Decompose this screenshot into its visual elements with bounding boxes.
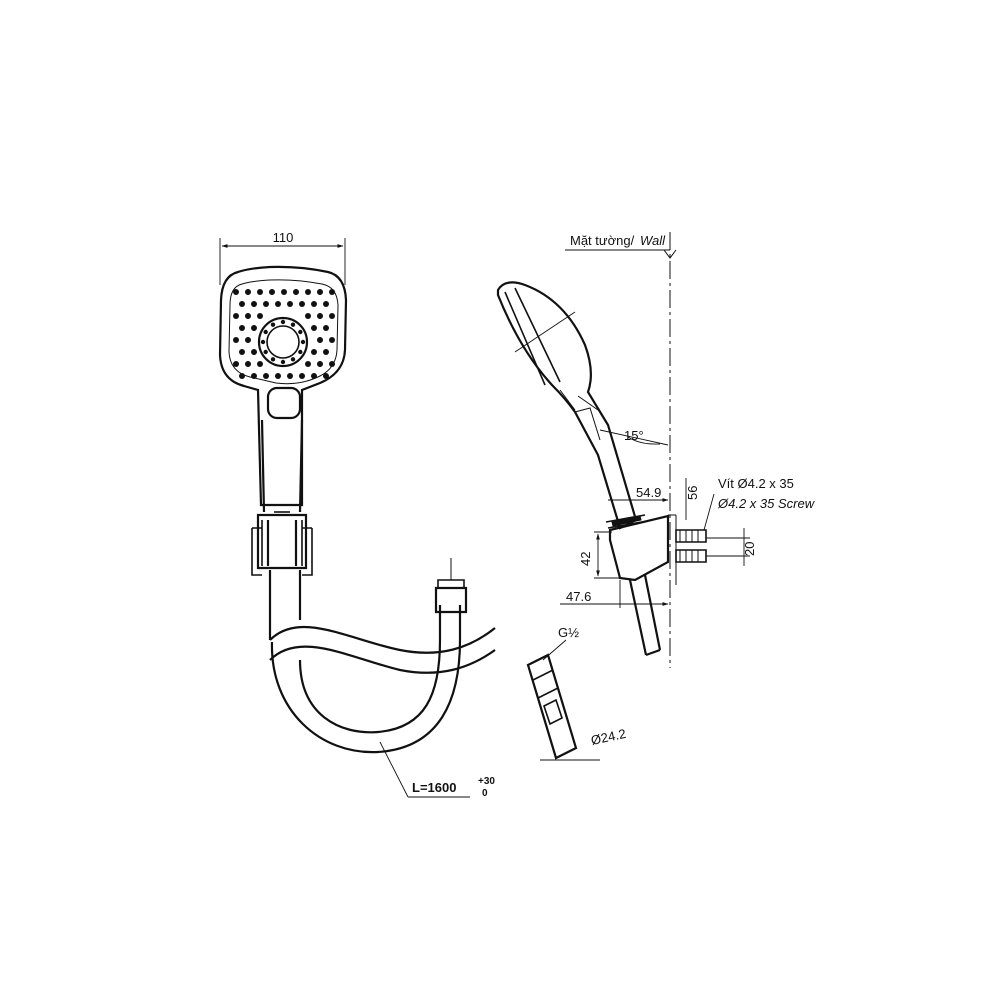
nozzle <box>257 289 263 295</box>
ring-nozzle <box>298 349 303 355</box>
ring-nozzle <box>260 339 266 345</box>
shower-head-outline <box>218 265 348 507</box>
center-ring-nozzles <box>260 319 306 365</box>
screw-label-vn: Vít Ø4.2 x 35 <box>718 476 794 491</box>
handle <box>260 419 304 513</box>
nozzle <box>245 289 251 295</box>
nozzle <box>311 349 317 355</box>
nozzle <box>263 301 269 307</box>
nozzle <box>233 337 239 343</box>
nozzle <box>257 313 263 319</box>
dim-54-9-label: 54.9 <box>636 485 661 500</box>
ring-nozzle <box>300 339 306 345</box>
fitting-detail: G½ Ø24.2 <box>526 625 628 761</box>
nozzle <box>299 301 305 307</box>
nozzle <box>239 301 245 307</box>
nozzle <box>287 373 293 379</box>
hose-tol-lower: 0 <box>482 788 488 799</box>
dim-24-2-label: Ø24.2 <box>590 726 628 748</box>
wall-holder-front <box>251 513 313 576</box>
nozzle <box>317 361 323 367</box>
ring-nozzle <box>270 357 276 362</box>
ring-nozzle <box>290 357 296 362</box>
ring-nozzle <box>280 359 286 365</box>
screw-label-en: Ø4.2 x 35 Screw <box>717 496 816 511</box>
wall-label: Mặt tường/ <box>570 233 635 248</box>
side-head-outline <box>496 281 638 530</box>
nozzle <box>239 325 245 331</box>
nozzle <box>323 349 329 355</box>
nozzle <box>251 349 257 355</box>
nozzle <box>245 361 251 367</box>
thread-label: G½ <box>558 625 579 640</box>
nozzle <box>317 337 323 343</box>
nozzle <box>311 301 317 307</box>
hose <box>268 558 496 754</box>
front-view: 110 <box>218 230 496 799</box>
dim-head-width: 110 <box>219 230 346 285</box>
nozzle <box>275 373 281 379</box>
ring-nozzle <box>263 349 268 355</box>
hose-length-label: L=1600 <box>412 780 456 795</box>
nozzle <box>239 349 245 355</box>
shower-face <box>228 279 339 385</box>
center-ring-inner <box>266 325 300 359</box>
ring-nozzle <box>263 329 268 335</box>
nozzle <box>323 301 329 307</box>
nozzle <box>329 337 335 343</box>
ring-nozzle <box>298 329 303 335</box>
nozzle <box>239 373 245 379</box>
wall-holder-side <box>605 514 707 585</box>
nozzle <box>311 325 317 331</box>
nozzle <box>233 361 239 367</box>
dim-47-6-label: 47.6 <box>566 589 591 604</box>
nozzle <box>251 301 257 307</box>
nozzle <box>287 301 293 307</box>
mode-button <box>266 386 302 420</box>
angle-label: 15° <box>624 428 644 443</box>
nozzle <box>329 289 335 295</box>
nozzle <box>317 289 323 295</box>
dim-20-label: 20 <box>742 542 757 556</box>
nozzle <box>281 289 287 295</box>
side-view: Mặt tường/ Wall 15° 54.9 56 <box>496 232 816 761</box>
hose-tol-upper: +30 <box>478 776 495 787</box>
ring-nozzle <box>290 322 296 327</box>
nozzle <box>305 313 311 319</box>
ring-nozzle <box>270 322 276 327</box>
nozzle <box>329 361 335 367</box>
nozzle <box>251 325 257 331</box>
hose-length-callout: L=1600 +30 0 <box>379 741 495 799</box>
ring-nozzle <box>280 319 286 325</box>
nozzle <box>257 361 263 367</box>
nozzle <box>305 361 311 367</box>
nozzle <box>251 373 257 379</box>
nozzle <box>317 313 323 319</box>
nozzle <box>233 313 239 319</box>
center-ring-outer <box>257 316 309 368</box>
nozzle <box>299 373 305 379</box>
nozzle <box>329 313 335 319</box>
nozzle <box>293 289 299 295</box>
nozzle <box>323 373 329 379</box>
dim-head-width-label: 110 <box>273 230 294 245</box>
nozzle <box>245 313 251 319</box>
nozzle <box>305 289 311 295</box>
dim-56-label: 56 <box>685 486 700 500</box>
spray-nozzles <box>233 289 335 379</box>
nozzle <box>263 373 269 379</box>
nozzle <box>323 325 329 331</box>
dim-42-label: 42 <box>578 552 593 566</box>
nozzle <box>275 301 281 307</box>
nozzle <box>311 373 317 379</box>
nozzle <box>245 337 251 343</box>
wall-label-en: Wall <box>640 233 666 248</box>
nozzle <box>269 289 275 295</box>
nozzle <box>233 289 239 295</box>
